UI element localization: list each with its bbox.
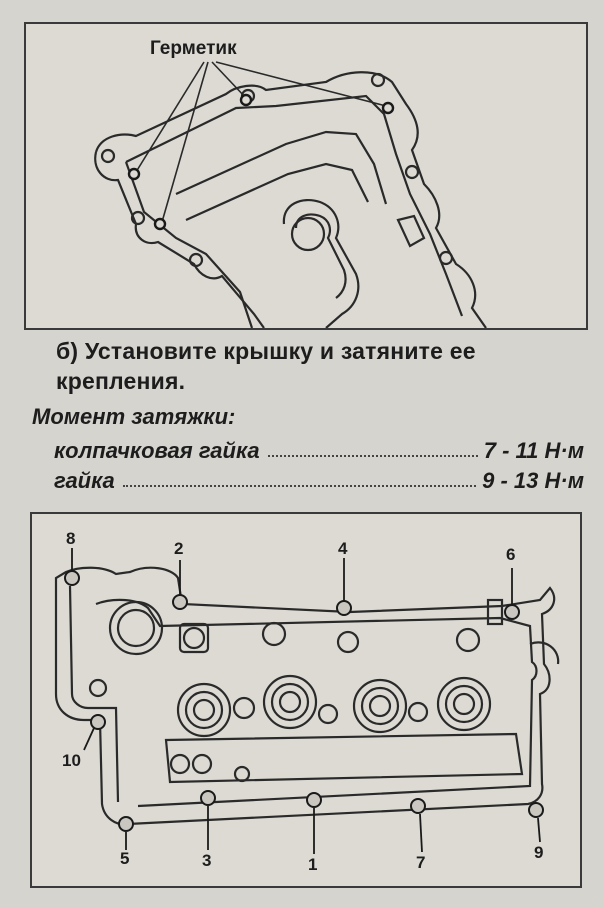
bolt-number-3: 3: [202, 851, 211, 870]
torque-title: Момент затяжки:: [32, 404, 236, 429]
bolt-number-5: 5: [120, 849, 129, 868]
sealant-diagram: Герметик: [24, 22, 588, 330]
bolt-number-2: 2: [174, 539, 183, 558]
bolt-number-8: 8: [66, 529, 75, 548]
torque-value: 7 - 11 Н·м: [483, 438, 584, 463]
cylinder-head-gasket-drawing: [94, 61, 487, 328]
valve-cover-drawing: 8 2 4 6 10 5 3 1 7 9: [54, 529, 560, 874]
torque-value: 9 - 13 Н·м: [482, 468, 584, 493]
bolt-number-7: 7: [416, 853, 425, 872]
bolt-number-1: 1: [308, 855, 317, 874]
tightening-sequence-diagram: 8 2 4 6 10 5 3 1 7 9: [30, 512, 582, 888]
bolt-number-4: 4: [338, 539, 348, 558]
sealant-label: Герметик: [150, 38, 237, 59]
leader-dots: [122, 485, 477, 487]
torque-row-cap-nut: колпачковая гайка 7 - 11 Н·м: [54, 436, 584, 464]
step-instruction: б) Установите крышку и затяните ее крепл…: [56, 338, 476, 394]
torque-row-nut: гайка 9 - 13 Н·м: [54, 466, 584, 494]
torque-label: гайка: [54, 468, 115, 493]
leader-dots: [267, 455, 478, 457]
bolt-number-9: 9: [534, 843, 543, 862]
torque-label: колпачковая гайка: [54, 438, 260, 463]
bolt-number-10: 10: [62, 751, 81, 770]
bolt-number-6: 6: [506, 545, 515, 564]
